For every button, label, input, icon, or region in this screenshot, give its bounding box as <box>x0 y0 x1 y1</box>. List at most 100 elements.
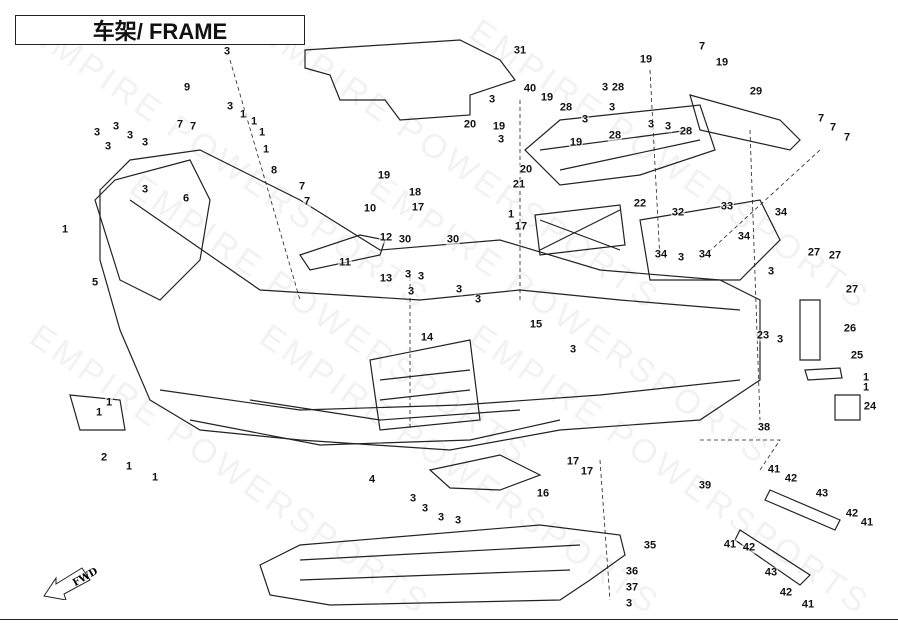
callout-part-6[interactable]: 6 <box>181 192 191 205</box>
callout-part-3[interactable]: 3 <box>646 118 656 131</box>
callout-part-32[interactable]: 32 <box>670 206 686 219</box>
callout-part-7[interactable]: 7 <box>828 121 838 134</box>
callout-part-3[interactable]: 3 <box>766 265 776 278</box>
callout-part-7[interactable]: 7 <box>297 180 307 193</box>
callout-part-8[interactable]: 8 <box>269 164 279 177</box>
callout-part-3[interactable]: 3 <box>416 270 426 283</box>
callout-part-3[interactable]: 3 <box>600 81 610 94</box>
callout-part-1[interactable]: 1 <box>150 471 160 484</box>
callout-part-41[interactable]: 41 <box>722 538 738 551</box>
callout-part-9[interactable]: 9 <box>182 81 192 94</box>
callout-part-19[interactable]: 19 <box>568 136 584 149</box>
callout-part-17[interactable]: 17 <box>579 465 595 478</box>
callout-part-41[interactable]: 41 <box>800 598 816 611</box>
callout-part-19[interactable]: 19 <box>539 91 555 104</box>
callout-part-33[interactable]: 33 <box>719 200 735 213</box>
callout-part-16[interactable]: 16 <box>535 487 551 500</box>
callout-part-34[interactable]: 34 <box>697 248 713 261</box>
callout-part-3[interactable]: 3 <box>453 514 463 527</box>
callout-part-3[interactable]: 3 <box>140 136 150 149</box>
callout-part-41[interactable]: 41 <box>859 516 875 529</box>
callout-part-38[interactable]: 38 <box>756 421 772 434</box>
callout-part-27[interactable]: 27 <box>806 246 822 259</box>
callout-part-1[interactable]: 1 <box>861 371 871 384</box>
callout-part-17[interactable]: 17 <box>410 201 426 214</box>
callout-part-35[interactable]: 35 <box>642 539 658 552</box>
callout-part-3[interactable]: 3 <box>775 333 785 346</box>
callout-part-7[interactable]: 7 <box>842 131 852 144</box>
callout-part-1[interactable]: 1 <box>104 396 114 409</box>
callout-part-7[interactable]: 7 <box>188 120 198 133</box>
callout-part-12[interactable]: 12 <box>378 231 394 244</box>
callout-part-11[interactable]: 11 <box>338 256 352 269</box>
callout-part-3[interactable]: 3 <box>103 140 113 153</box>
callout-part-21[interactable]: 21 <box>511 178 527 191</box>
callout-part-14[interactable]: 14 <box>419 331 435 344</box>
callout-part-23[interactable]: 23 <box>755 329 771 342</box>
callout-part-1[interactable]: 1 <box>257 126 267 139</box>
callout-part-3[interactable]: 3 <box>624 597 634 610</box>
callout-part-28[interactable]: 28 <box>558 101 574 114</box>
callout-part-1[interactable]: 1 <box>60 223 70 236</box>
callout-part-10[interactable]: 10 <box>362 202 378 215</box>
callout-part-17[interactable]: 17 <box>565 455 581 468</box>
callout-part-18[interactable]: 18 <box>407 186 423 199</box>
callout-part-43[interactable]: 43 <box>763 566 779 579</box>
callout-part-19[interactable]: 19 <box>491 120 507 133</box>
callout-part-3[interactable]: 3 <box>663 120 673 133</box>
callout-part-42[interactable]: 42 <box>844 507 860 520</box>
callout-part-39[interactable]: 39 <box>697 479 713 492</box>
callout-part-3[interactable]: 3 <box>406 285 416 298</box>
callout-part-7[interactable]: 7 <box>816 112 826 125</box>
callout-part-15[interactable]: 15 <box>528 318 544 331</box>
callout-part-29[interactable]: 29 <box>748 85 764 98</box>
callout-part-1[interactable]: 1 <box>506 208 516 221</box>
callout-part-28[interactable]: 28 <box>678 125 694 138</box>
callout-part-5[interactable]: 5 <box>90 276 100 289</box>
callout-part-28[interactable]: 28 <box>607 129 623 142</box>
callout-part-43[interactable]: 43 <box>814 487 830 500</box>
callout-part-3[interactable]: 3 <box>111 120 121 133</box>
callout-part-4[interactable]: 4 <box>367 473 377 486</box>
callout-part-34[interactable]: 34 <box>773 206 789 219</box>
callout-part-3[interactable]: 3 <box>676 251 686 264</box>
callout-part-42[interactable]: 42 <box>741 541 757 554</box>
callout-part-1[interactable]: 1 <box>261 143 271 156</box>
callout-part-3[interactable]: 3 <box>473 293 483 306</box>
callout-part-42[interactable]: 42 <box>783 472 799 485</box>
callout-part-30[interactable]: 30 <box>397 233 413 246</box>
callout-part-17[interactable]: 17 <box>513 220 529 233</box>
callout-part-3[interactable]: 3 <box>580 113 590 126</box>
callout-part-20[interactable]: 20 <box>518 163 534 176</box>
callout-part-3[interactable]: 3 <box>125 129 135 142</box>
callout-part-1[interactable]: 1 <box>861 381 871 394</box>
callout-part-37[interactable]: 37 <box>624 581 640 594</box>
callout-part-13[interactable]: 13 <box>378 272 394 285</box>
callout-part-19[interactable]: 19 <box>638 53 654 66</box>
callout-part-40[interactable]: 40 <box>522 82 538 95</box>
callout-part-19[interactable]: 19 <box>376 169 392 182</box>
callout-part-3[interactable]: 3 <box>408 492 418 505</box>
callout-part-3[interactable]: 3 <box>436 511 446 524</box>
callout-part-3[interactable]: 3 <box>454 283 464 296</box>
callout-part-19[interactable]: 19 <box>714 56 730 69</box>
callout-part-3[interactable]: 3 <box>568 343 578 356</box>
callout-part-1[interactable]: 1 <box>94 406 104 419</box>
callout-part-1[interactable]: 1 <box>124 460 134 473</box>
callout-part-1[interactable]: 1 <box>249 115 259 128</box>
callout-part-7[interactable]: 7 <box>175 118 185 131</box>
callout-part-7[interactable]: 7 <box>302 195 312 208</box>
callout-part-3[interactable]: 3 <box>92 126 102 139</box>
callout-part-20[interactable]: 20 <box>462 118 478 131</box>
callout-part-3[interactable]: 3 <box>496 133 506 146</box>
callout-part-24[interactable]: 24 <box>862 400 878 413</box>
callout-part-28[interactable]: 28 <box>610 81 626 94</box>
callout-part-26[interactable]: 26 <box>842 322 858 335</box>
callout-part-7[interactable]: 7 <box>697 40 707 53</box>
callout-part-27[interactable]: 27 <box>844 283 860 296</box>
callout-part-25[interactable]: 25 <box>849 349 865 362</box>
callout-part-1[interactable]: 1 <box>238 108 248 121</box>
callout-part-42[interactable]: 42 <box>778 586 794 599</box>
callout-part-34[interactable]: 34 <box>653 248 669 261</box>
callout-part-3[interactable]: 3 <box>222 45 232 58</box>
